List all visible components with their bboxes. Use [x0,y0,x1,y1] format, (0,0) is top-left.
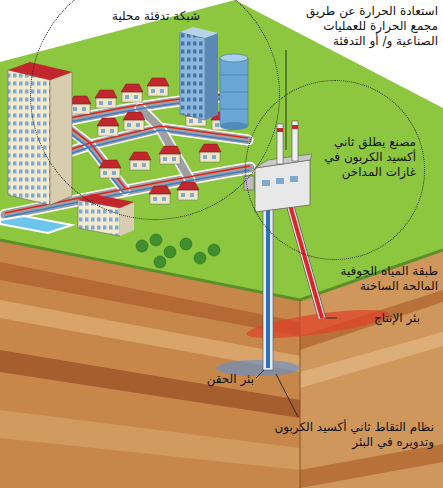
power-plant [244,121,312,212]
buildings [8,27,248,236]
callout-label: نظام التقاط ثاني أكسيد الكربون وتدويره ف… [262,420,434,450]
leader-lines [256,50,337,417]
circle-label: شبكة تدفئة محلية [112,9,200,24]
swimming-pool [0,216,72,233]
circle-label: مصنع يطلق ثاني أكسيد الكربون في غازات ال… [318,135,416,180]
trees [136,234,220,268]
wells [263,205,322,370]
callout-label: بئر الإنتاج [340,311,420,326]
dotted-circle: مصنع يطلق ثاني أكسيد الكربون في غازات ال… [245,80,425,260]
callout-label: بئر الحقن [192,372,254,387]
callout-label: استعادة الحرارة عن طريق مجمع الحرارة للع… [293,4,438,49]
earth-section [0,240,443,488]
callout-label: طبقة المياه الجوفية المالحة الساخنة [330,264,438,294]
